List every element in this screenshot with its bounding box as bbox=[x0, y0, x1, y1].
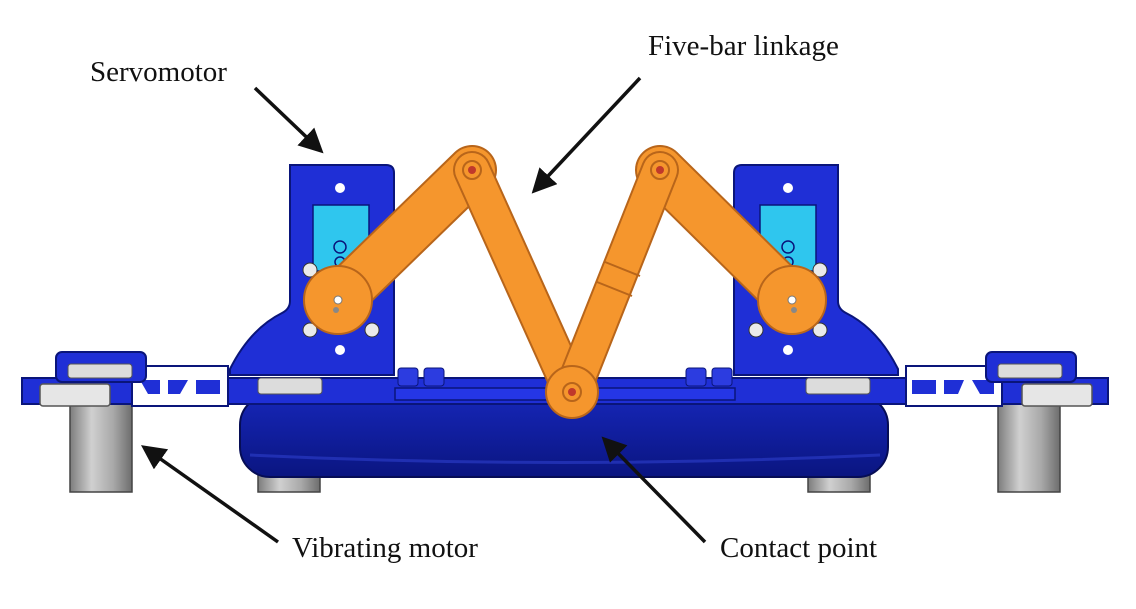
arrow-vibrating-motor bbox=[140, 445, 280, 544]
arrow-contact-point bbox=[601, 436, 707, 544]
label-contact-point: Contact point bbox=[720, 532, 878, 564]
label-vibrating-motor: Vibrating motor bbox=[292, 532, 478, 564]
five-bar-linkage bbox=[303, 145, 827, 419]
vibrating-motor-left bbox=[69, 401, 133, 493]
vibrating-motor-right bbox=[997, 401, 1061, 493]
arrow-five-bar-linkage bbox=[531, 76, 642, 194]
arrow-servomotor bbox=[253, 86, 324, 154]
label-five-bar-linkage: Five-bar linkage bbox=[648, 30, 839, 62]
callout-arrows bbox=[140, 76, 707, 544]
label-servomotor: Servomotor bbox=[90, 56, 227, 88]
